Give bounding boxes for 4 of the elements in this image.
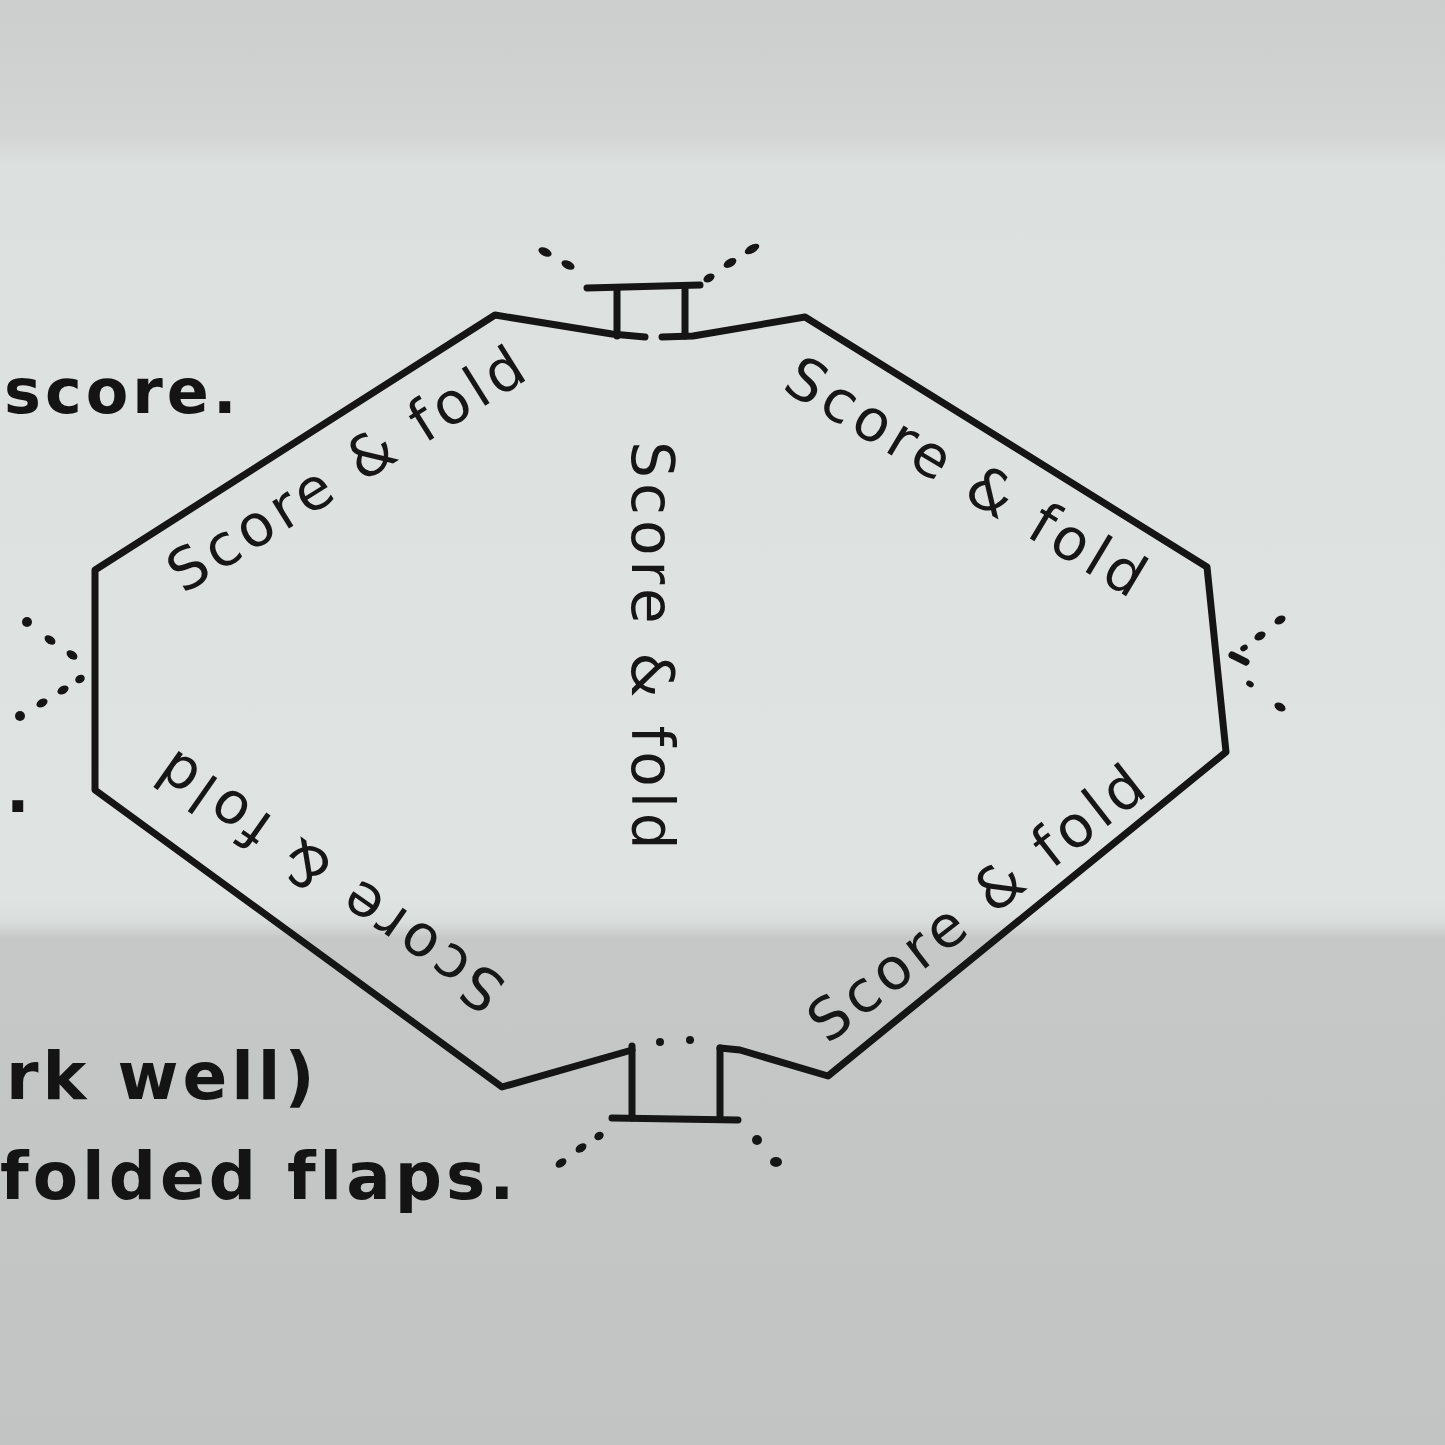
body-text: rk well) [6, 1044, 319, 1110]
fold-label: Score & fold [623, 441, 681, 855]
body-text: score. [4, 361, 241, 423]
body-text: . [6, 760, 30, 822]
